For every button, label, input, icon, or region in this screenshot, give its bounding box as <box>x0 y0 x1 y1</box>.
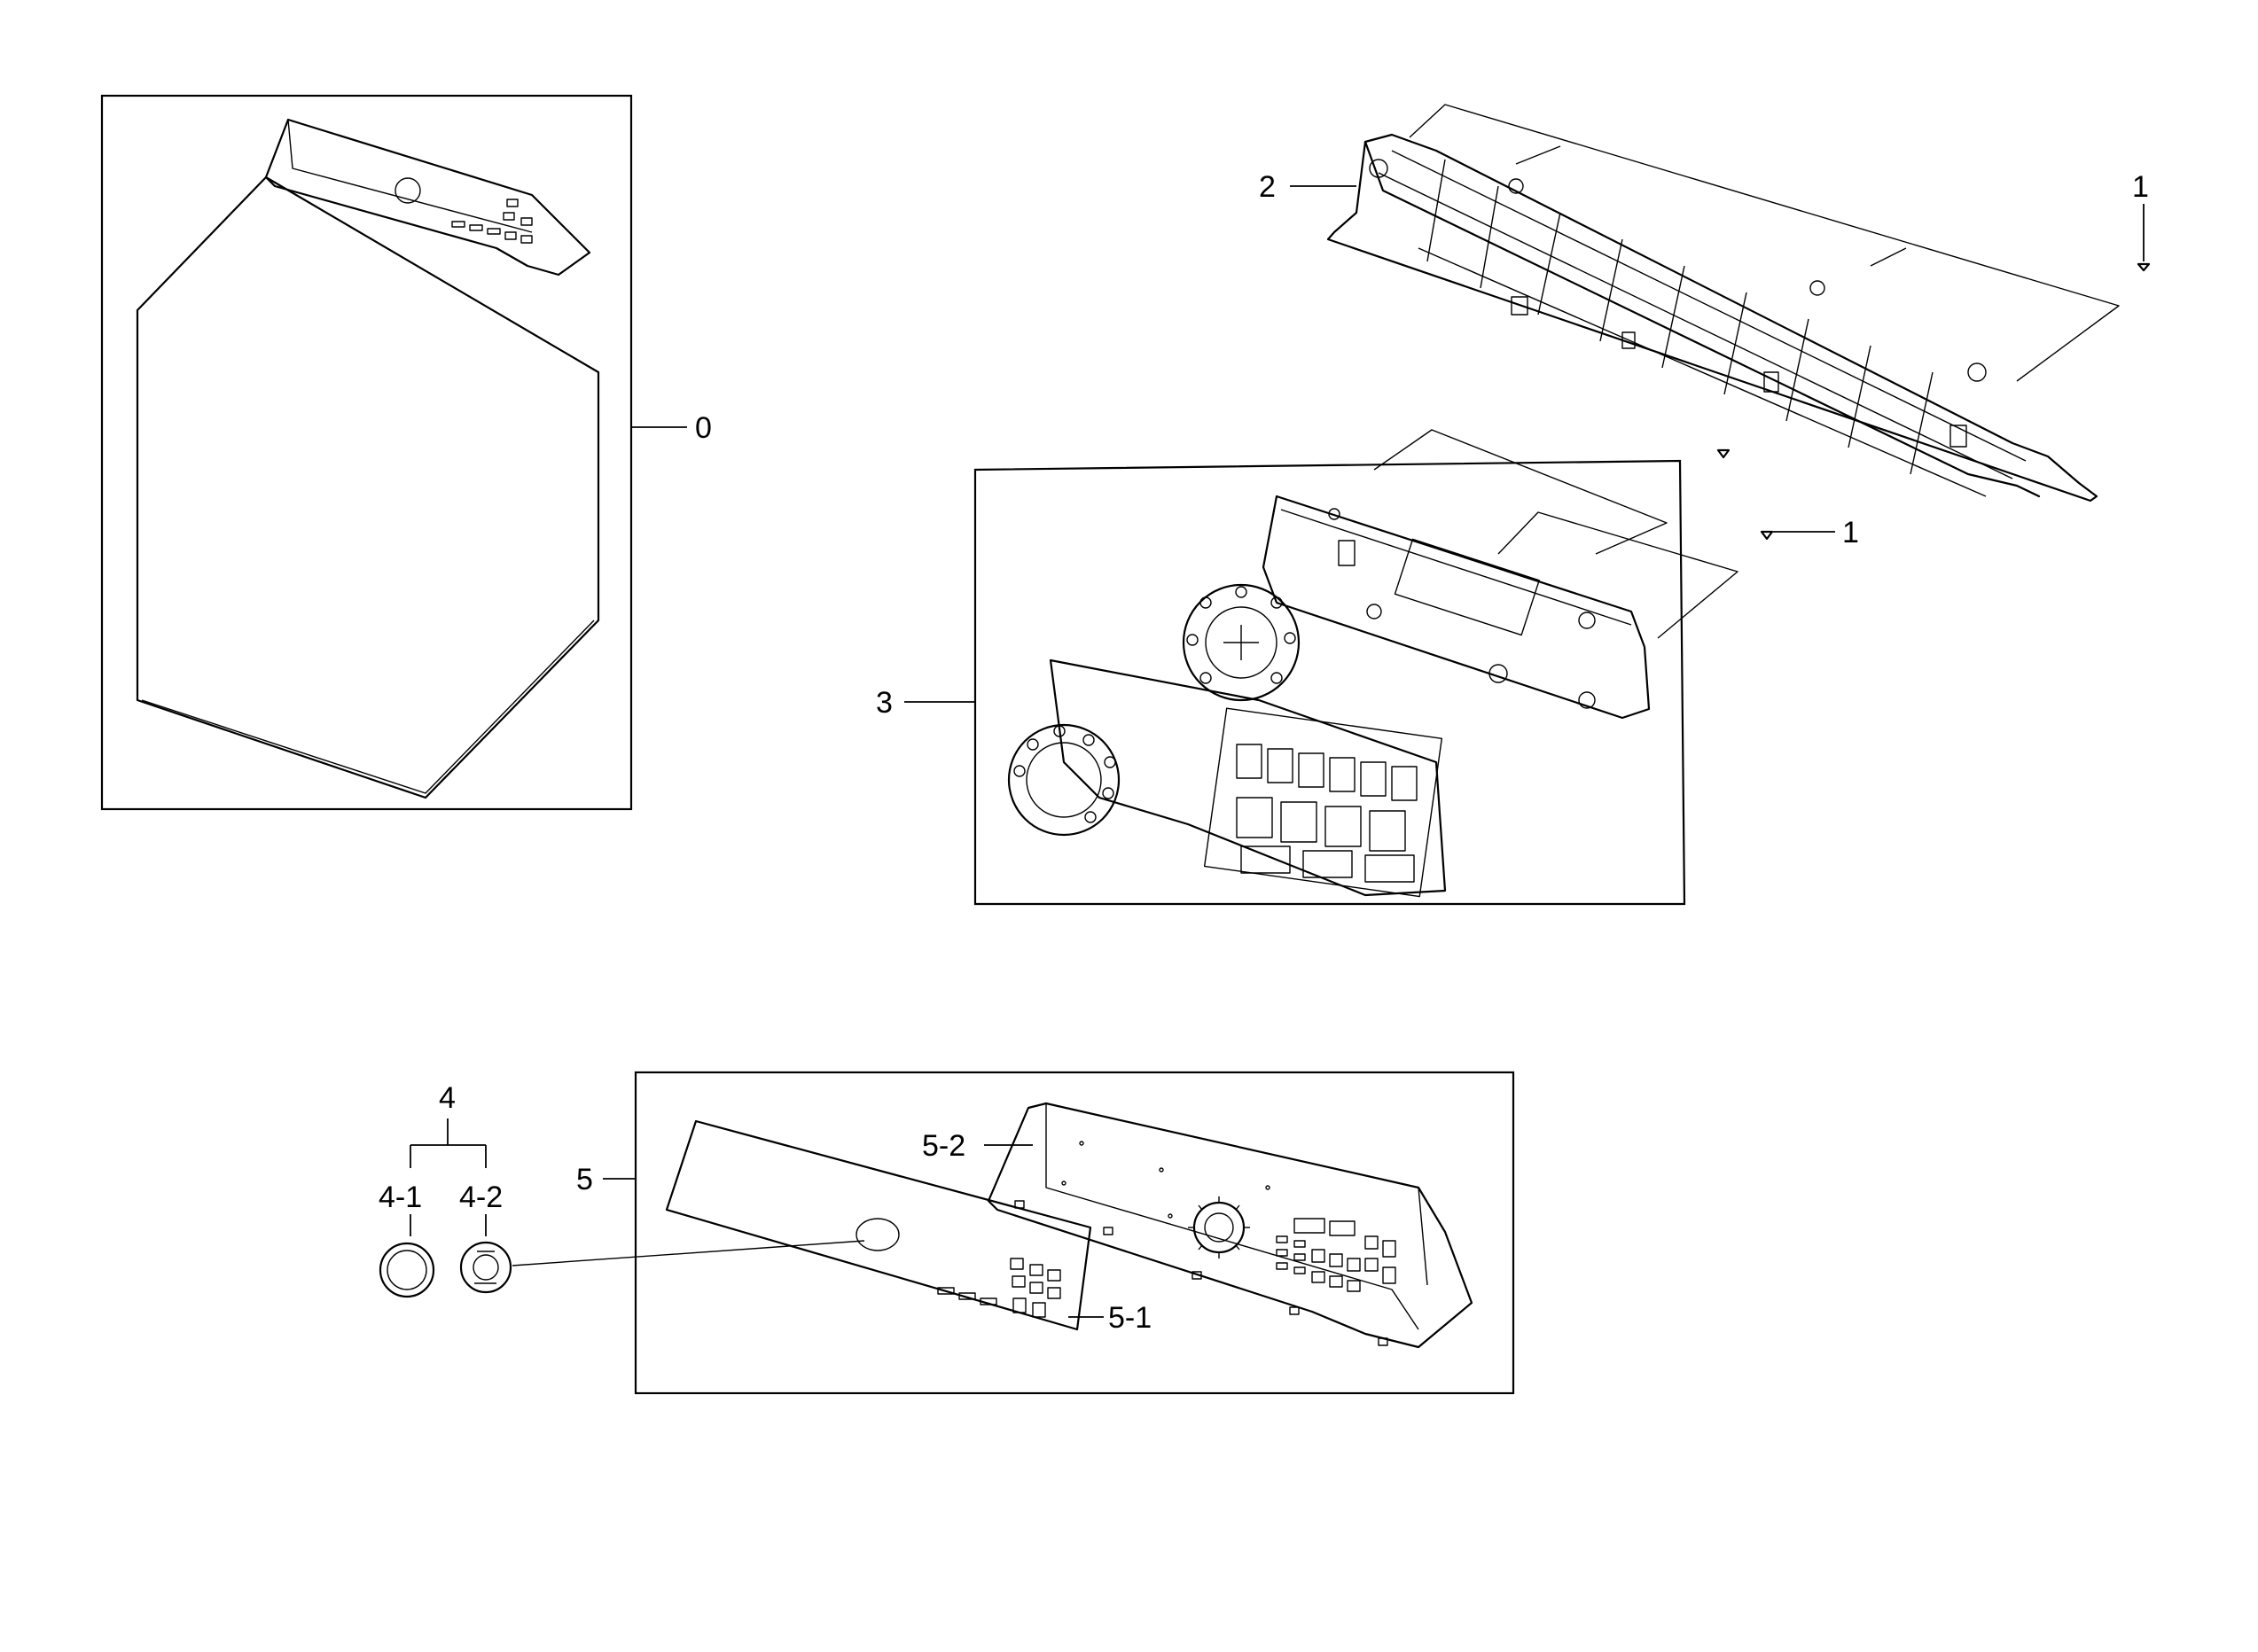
callout-1-top: 1 <box>2132 170 2149 204</box>
part-1-screw-top: 1 <box>2132 170 2151 272</box>
rear-frame-outline <box>1326 133 2098 503</box>
control-overlay <box>665 1119 1092 1331</box>
part-1-screw-mid: 1 <box>1716 448 1859 549</box>
encoder-ring <box>1182 583 1301 702</box>
lid-body <box>136 175 600 799</box>
main-pcb <box>1262 495 1651 720</box>
part-5-frame <box>634 1071 1515 1395</box>
part-3-frame <box>973 459 1686 906</box>
backguard-panel <box>987 1102 1473 1349</box>
callout-4-1: 4-1 <box>379 1181 422 1214</box>
callout-5: 5 <box>576 1163 593 1196</box>
callout-4: 4 <box>439 1081 456 1115</box>
callout-3: 3 <box>876 686 893 720</box>
backguard-dial <box>1192 1201 1246 1254</box>
callout-1-mid: 1 <box>1842 516 1859 549</box>
callout-5-2: 5-2 <box>922 1129 965 1163</box>
callout-5-1: 5-1 <box>1108 1301 1152 1335</box>
backguard-mini <box>264 118 591 277</box>
part-0-frame <box>100 94 633 811</box>
part-3-pcb-assembly: 3 <box>876 429 1738 906</box>
callout-4-2: 4-2 <box>459 1181 503 1214</box>
encoder-gasket <box>1007 723 1121 837</box>
knob-body <box>459 1241 512 1294</box>
callout-0: 0 <box>695 411 712 445</box>
part-5-control-panel: 5 5-1 <box>576 1071 1515 1395</box>
part-0-assembly: 0 <box>100 94 712 811</box>
knob-cap <box>379 1242 435 1298</box>
part-2-rear-frame: 2 <box>1259 104 2120 503</box>
part-4-knob-assembly: 4 4-1 4-2 <box>379 1081 865 1298</box>
callout-2: 2 <box>1259 170 1276 204</box>
